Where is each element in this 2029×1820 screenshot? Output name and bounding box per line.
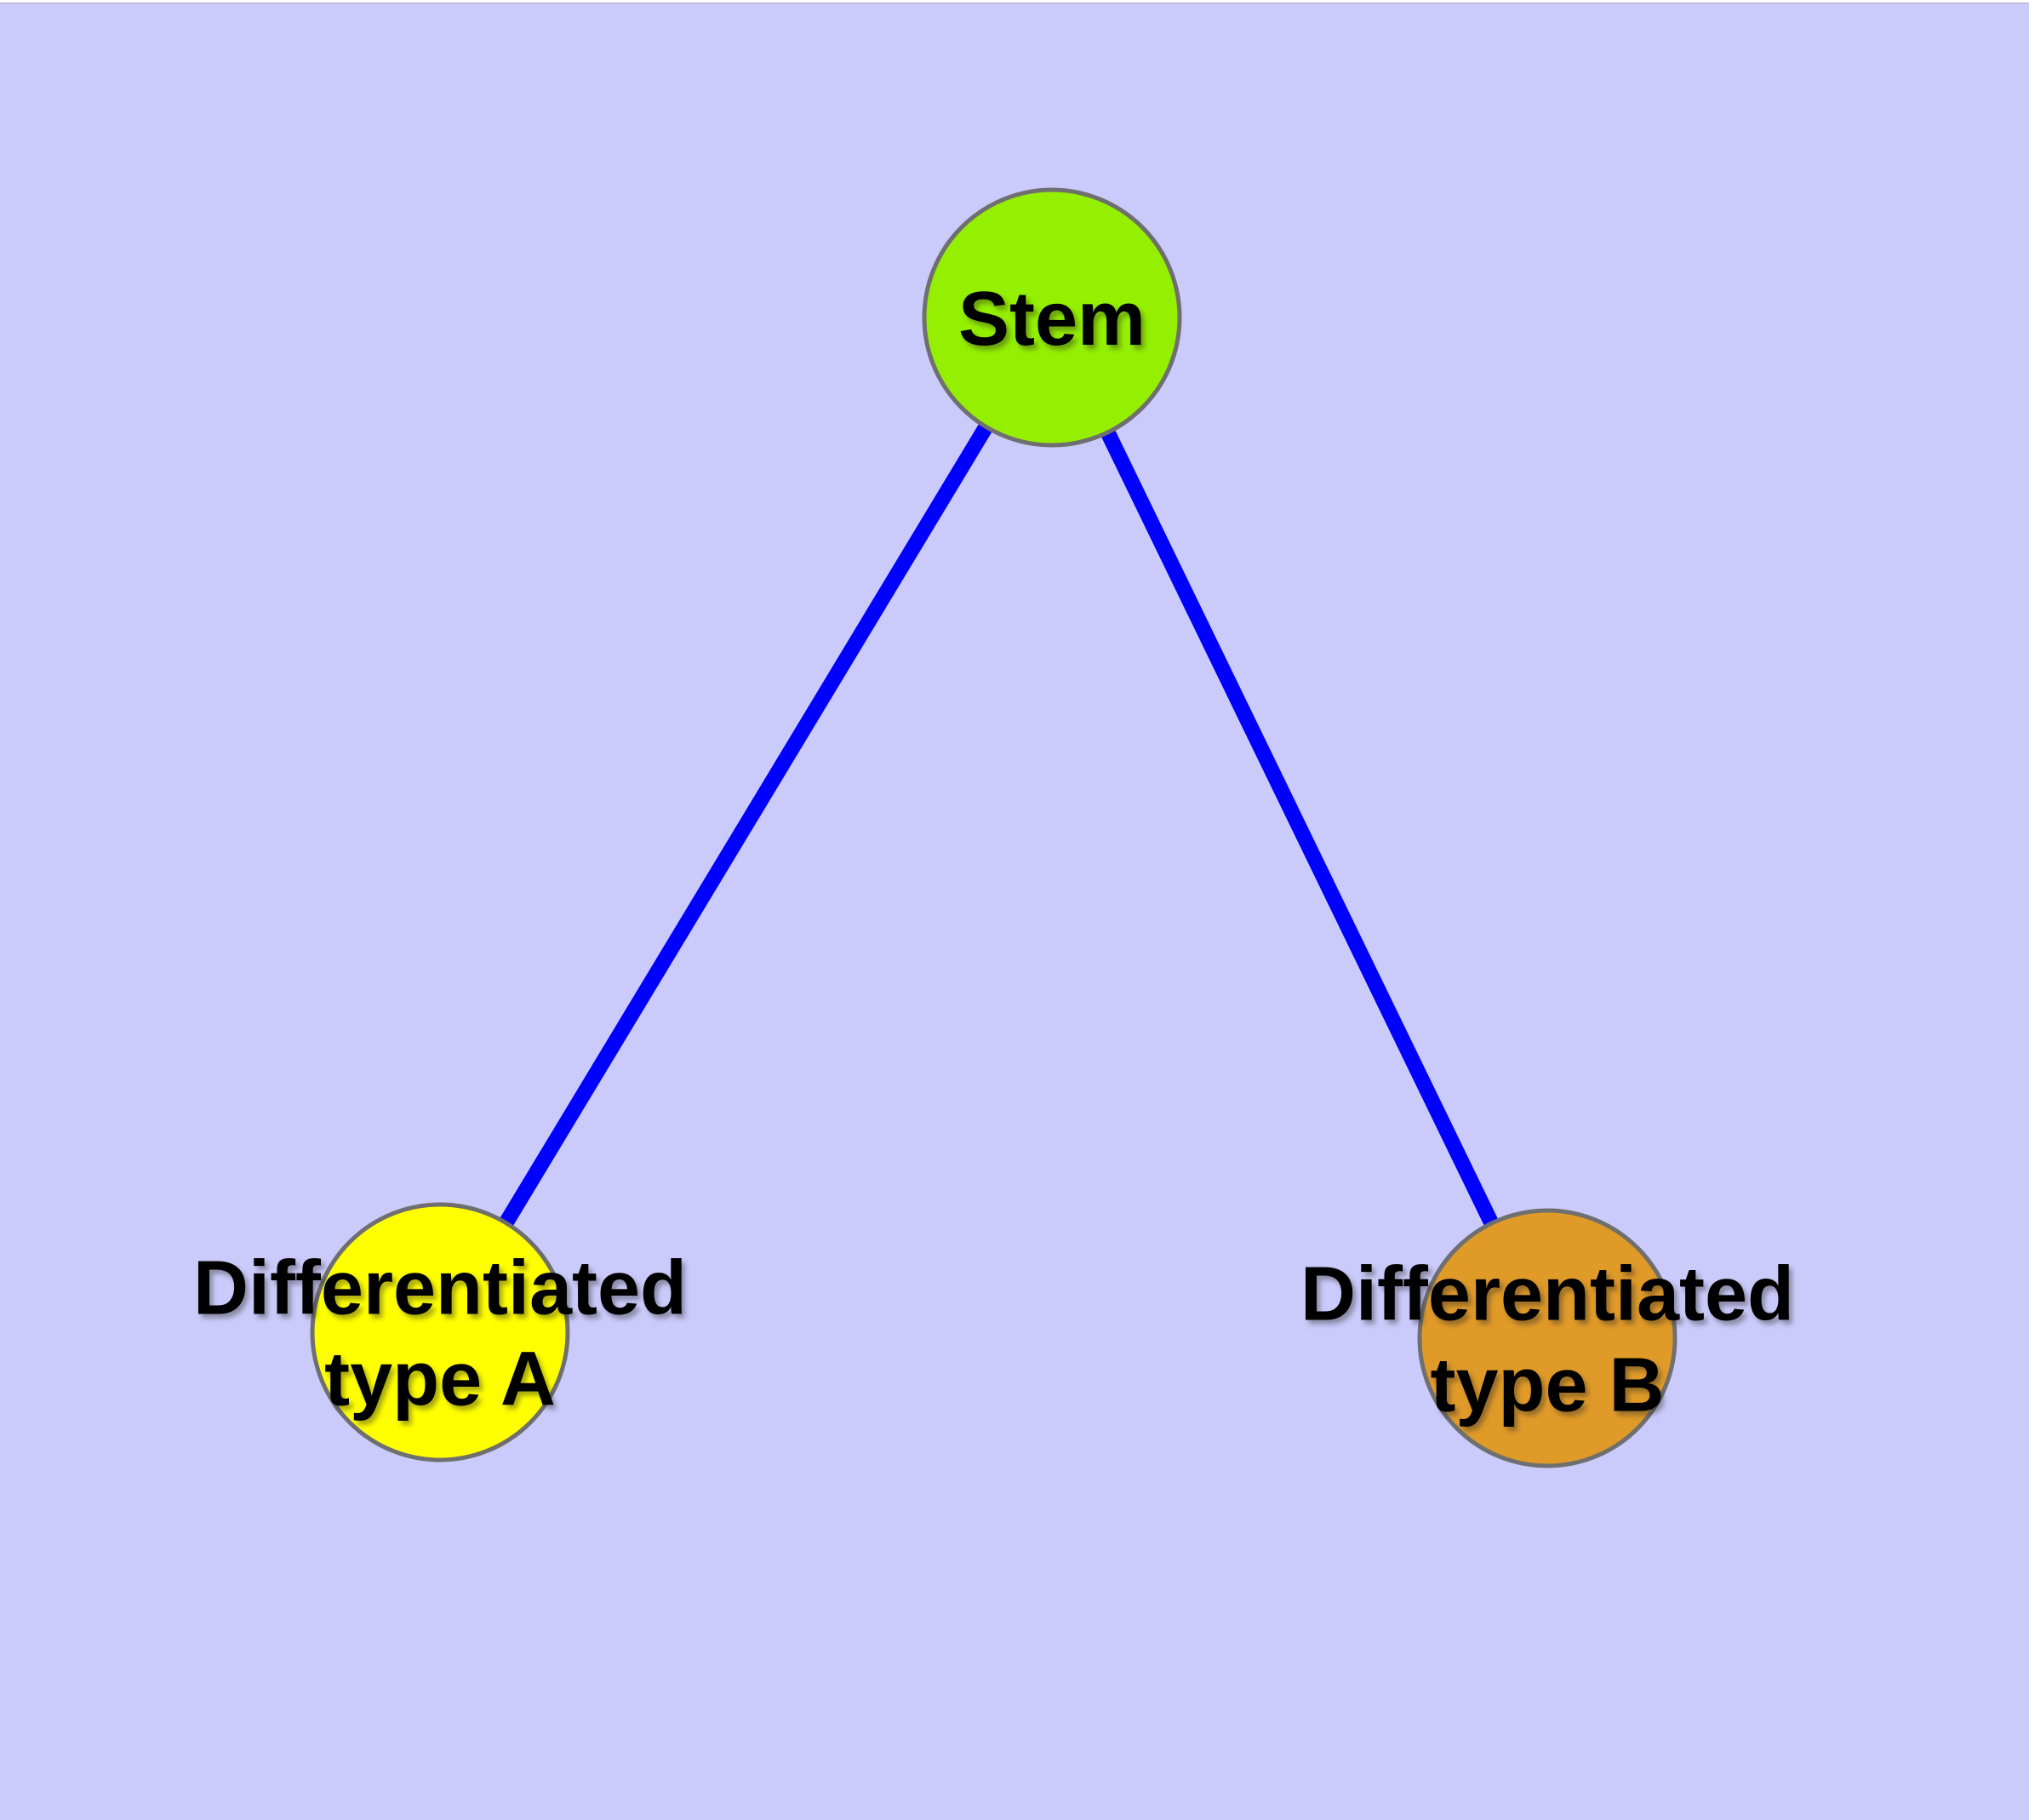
- node-label-line: Differentiated: [1300, 1252, 1794, 1337]
- node-differentiated-type-a: [310, 1202, 570, 1462]
- node-label-line: Stem: [958, 277, 1146, 362]
- node-label-line: type A: [324, 1337, 556, 1422]
- edge-stem-to-differentiated-type-b: [1044, 314, 1555, 1342]
- node-label-line: Differentiated: [193, 1246, 687, 1331]
- node-differentiated-type-b: [1417, 1208, 1677, 1468]
- node-stem: [922, 187, 1182, 448]
- edge-stem-to-differentiated-type-a: [433, 313, 1059, 1336]
- nodes-layer: [310, 187, 1677, 1468]
- node-label-stem: Stem: [958, 277, 1146, 362]
- edges-layer: [433, 313, 1555, 1342]
- window-top-edge: [0, 0, 2029, 3]
- node-label-line: type B: [1430, 1343, 1664, 1428]
